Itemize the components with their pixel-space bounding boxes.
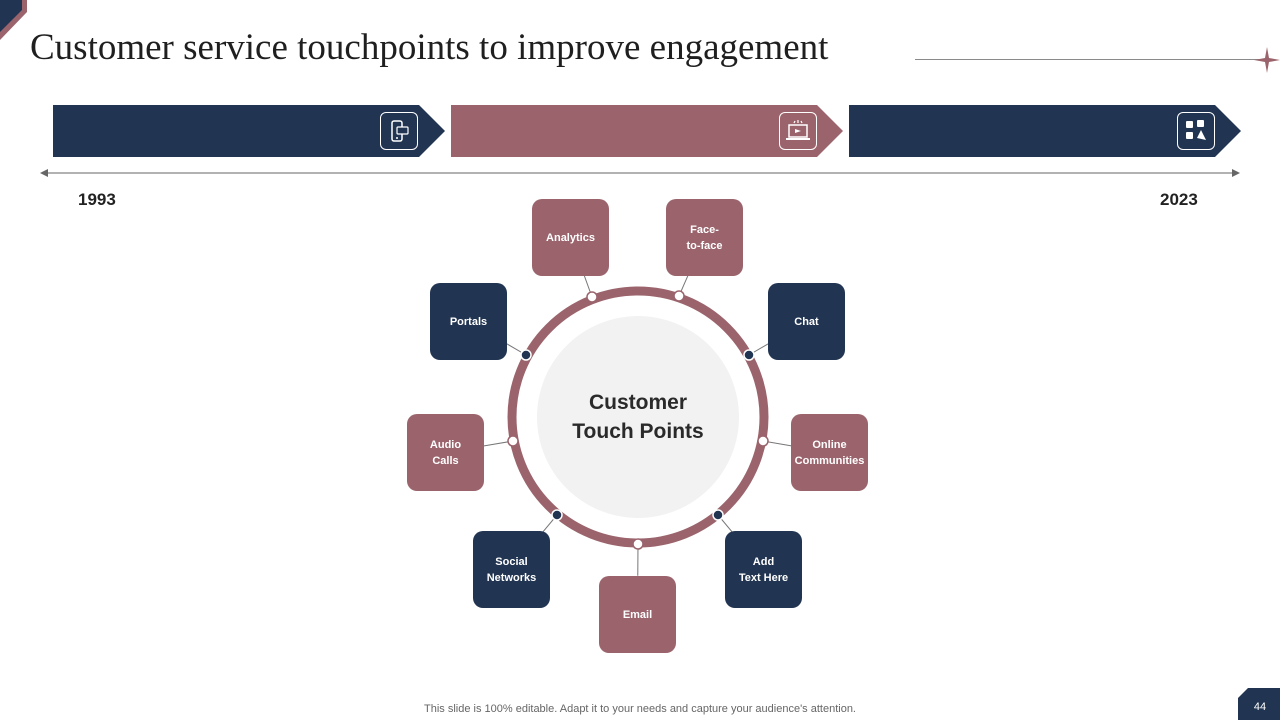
touchpoint-node: Face- to-face xyxy=(666,199,743,276)
touchpoint-node: Analytics xyxy=(532,199,609,276)
touchpoint-node: Online Communities xyxy=(791,414,868,491)
touchpoint-node: Social Networks xyxy=(473,531,550,608)
touchpoint-node: Portals xyxy=(430,283,507,360)
hub-label: Customer Touch Points xyxy=(538,388,738,446)
touchpoint-node: Audio Calls xyxy=(407,414,484,491)
touchpoint-node: Email xyxy=(599,576,676,653)
footer-note: This slide is 100% editable. Adapt it to… xyxy=(0,703,1280,715)
connector-dot xyxy=(508,436,518,446)
connector-dot xyxy=(713,510,723,520)
connector-dot xyxy=(521,350,531,360)
page-number: 44 xyxy=(1240,690,1280,720)
connector-dot xyxy=(552,510,562,520)
touchpoint-node: Add Text Here xyxy=(725,531,802,608)
connector-dot xyxy=(758,436,768,446)
connector-dot xyxy=(587,292,597,302)
connector-dot xyxy=(633,539,643,549)
connector-dot xyxy=(744,350,754,360)
connector-dot xyxy=(674,291,684,301)
touchpoint-node: Chat xyxy=(768,283,845,360)
